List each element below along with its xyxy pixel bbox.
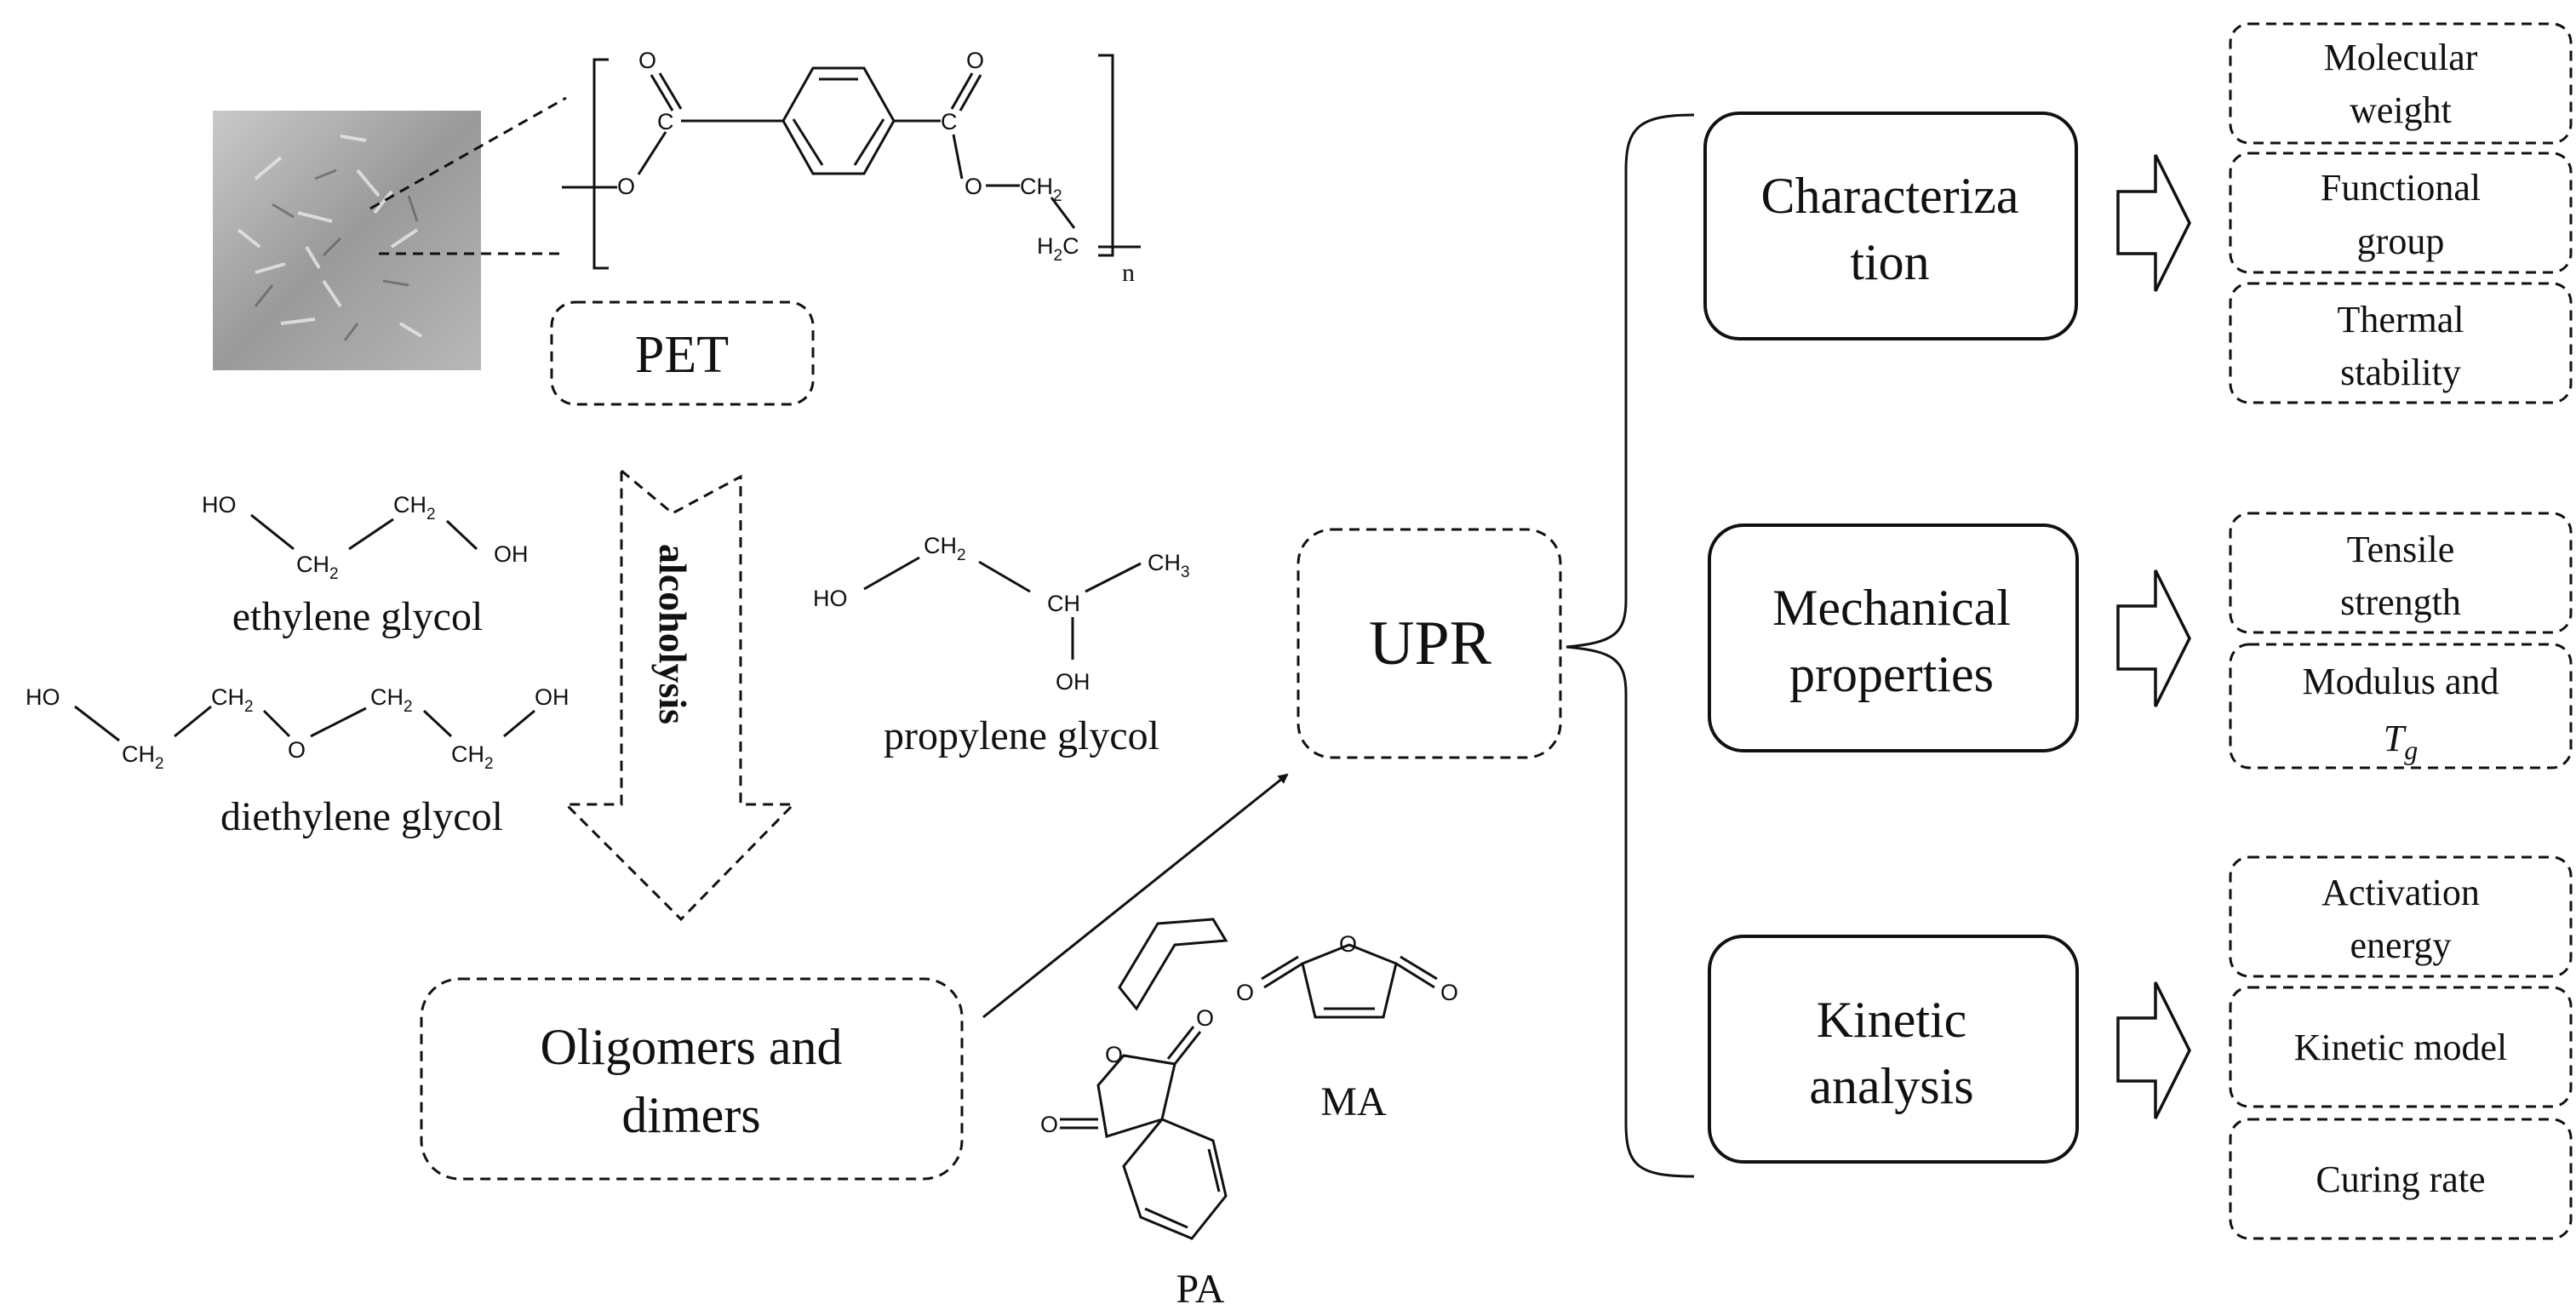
item-label: Functional <box>2321 167 2481 209</box>
pa-structure: O O O <box>1040 1005 1228 1240</box>
svg-text:CH2: CH2 <box>211 684 254 716</box>
zoom-line-top <box>369 96 567 210</box>
category-box-kinetic-analysis <box>1708 935 2079 1164</box>
svg-text:CH2: CH2 <box>393 492 436 523</box>
pet-atom-o: O <box>966 48 984 73</box>
item-label: group <box>2357 220 2445 262</box>
item-label: strength <box>2340 581 2461 623</box>
item-label-tg: Tg <box>2384 718 2418 765</box>
svg-text:OH: OH <box>1056 669 1091 695</box>
svg-text:O: O <box>1339 931 1357 957</box>
svg-text:OH: OH <box>494 541 529 567</box>
oligomers-box <box>420 977 964 1181</box>
pet-atom-c: C <box>657 109 674 134</box>
svg-text:CH2: CH2 <box>451 741 494 773</box>
svg-text:CH2: CH2 <box>122 741 164 773</box>
pet-structure: O C O O C O CH2 H2C n <box>562 48 1141 287</box>
svg-text:CH2: CH2 <box>296 552 339 583</box>
alcoholysis-arrow <box>563 467 797 922</box>
pet-repeat-n: n <box>1122 259 1135 287</box>
category-title: Kinetic <box>1817 992 1967 1048</box>
category-title: tion <box>1850 234 1929 290</box>
svg-text:O: O <box>1236 980 1254 1005</box>
item-label: Kinetic model <box>2294 1027 2508 1068</box>
pet-flakes-photo <box>213 111 481 370</box>
oligomers-label: Oligomers and <box>541 1019 843 1075</box>
category-title: Characteriza <box>1760 168 2018 224</box>
svg-text:O: O <box>1040 1112 1058 1137</box>
alcoholysis-label: alcoholysis <box>651 544 695 724</box>
svg-text:HO: HO <box>813 586 848 611</box>
pa-label: PA <box>1176 1267 1225 1310</box>
upr-box <box>1297 528 1562 759</box>
svg-text:CH2: CH2 <box>370 684 413 716</box>
pet-atom-h2c: H2C <box>1037 233 1079 265</box>
block-arrow-right <box>2116 569 2191 707</box>
pet-atom-c: C <box>941 109 958 134</box>
pet-atom-o: O <box>617 174 635 199</box>
item-label: stability <box>2340 352 2461 393</box>
pet-label-box <box>550 300 815 406</box>
block-arrow-right <box>2116 981 2191 1119</box>
diethylene-glycol-label: diethylene glycol <box>220 794 503 839</box>
propylene-glycol-label: propylene glycol <box>884 713 1159 758</box>
pet-atom-o: O <box>638 48 656 73</box>
category-box-mechanical-properties <box>1708 523 2079 752</box>
svg-text:HO: HO <box>26 684 60 710</box>
item-box-modulus-tg <box>2229 643 2573 769</box>
pet-atom-o: O <box>965 174 982 199</box>
ethylene-glycol-structure: HO CH2 CH2 OH <box>202 492 529 583</box>
ethylene-glycol-label: ethylene glycol <box>232 594 484 639</box>
oligomers-to-upr-arrow <box>982 773 1289 1019</box>
item-label: energy <box>2350 924 2452 966</box>
cyclohexene-ring <box>1118 918 1228 1011</box>
item-label: Activation <box>2321 872 2480 913</box>
item-label: Molecular <box>2324 37 2478 78</box>
item-label: weight <box>2350 89 2452 131</box>
category-box-characterization <box>1703 112 2078 340</box>
upr-label: UPR <box>1369 609 1492 678</box>
pet-label: PET <box>635 326 729 384</box>
propylene-glycol-structure: HO CH2 CH CH3 OH <box>813 533 1190 695</box>
pet-atom-ch2: CH2 <box>1020 174 1062 205</box>
ma-label: MA <box>1320 1079 1387 1124</box>
svg-text:O: O <box>1196 1005 1214 1031</box>
category-title: analysis <box>1809 1058 1973 1114</box>
oligomers-label: dimers <box>621 1087 760 1143</box>
item-label: Tensile <box>2347 529 2454 570</box>
curly-brace <box>1566 113 1695 1178</box>
svg-text:CH2: CH2 <box>924 533 966 564</box>
item-label: Thermal <box>2337 299 2464 340</box>
category-title: Mechanical <box>1772 580 2011 636</box>
svg-text:CH: CH <box>1047 591 1080 616</box>
ma-structure: O O O <box>1236 931 1458 1019</box>
category-title: properties <box>1789 646 1994 702</box>
svg-text:OH: OH <box>535 684 570 710</box>
diethylene-glycol-structure: HO CH2 CH2 O CH2 CH2 OH <box>26 684 570 773</box>
svg-text:HO: HO <box>202 492 237 518</box>
svg-text:CH3: CH3 <box>1148 550 1190 581</box>
block-arrow-right <box>2116 154 2191 292</box>
item-label: Curing rate <box>2316 1158 2485 1200</box>
item-label: Modulus and <box>2303 661 2499 702</box>
svg-text:O: O <box>288 737 306 763</box>
svg-text:O: O <box>1105 1042 1123 1067</box>
svg-text:O: O <box>1440 980 1458 1005</box>
